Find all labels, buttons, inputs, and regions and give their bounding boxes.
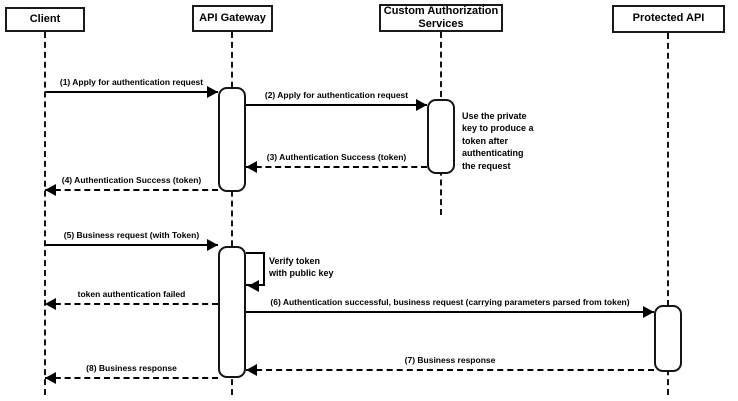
message-6-arrowhead bbox=[643, 306, 654, 318]
message-6-line bbox=[246, 311, 654, 313]
message-1-line bbox=[45, 91, 218, 93]
message-2-label: (2) Apply for authentication request bbox=[264, 90, 409, 100]
lifeline-protected-api bbox=[667, 33, 669, 395]
activation-api-gateway-auth bbox=[218, 87, 246, 192]
participant-api-gateway: API Gateway bbox=[192, 5, 273, 32]
participant-custom-authorization-services: Custom Authorization Services bbox=[379, 4, 503, 32]
lifeline-client bbox=[44, 32, 46, 395]
participant-api-gateway-label: API Gateway bbox=[199, 11, 266, 24]
self-message-verify-token-label: Verify token with public key bbox=[269, 256, 334, 279]
self-message-verify-token-arrowhead bbox=[248, 280, 259, 292]
participant-client-label: Client bbox=[29, 12, 61, 25]
participant-protected-api-label: Protected API bbox=[632, 12, 705, 25]
message-8-line bbox=[45, 377, 218, 379]
message-7-line bbox=[246, 369, 654, 371]
message-5-line bbox=[45, 244, 218, 246]
message-4-arrowhead bbox=[45, 184, 56, 196]
message-3-arrowhead bbox=[246, 161, 257, 173]
message-7-arrowhead bbox=[246, 364, 257, 376]
message-token-failed-label: token authentication failed bbox=[77, 289, 186, 299]
note-private-key: Use the private key to produce a token a… bbox=[462, 111, 534, 171]
message-7-label: (7) Business response bbox=[404, 355, 496, 365]
message-4-line bbox=[45, 189, 218, 191]
message-8-label: (8) Business response bbox=[86, 363, 177, 373]
participant-custom-authorization-services-label: Custom Authorization Services bbox=[383, 4, 499, 30]
activation-api-gateway-business bbox=[218, 246, 246, 378]
message-6-label: (6) Authentication successful, business … bbox=[270, 297, 630, 307]
message-token-failed-line bbox=[45, 303, 218, 305]
participant-protected-api: Protected API bbox=[612, 5, 725, 33]
message-3-label: (3) Authentication Success (token) bbox=[266, 152, 407, 162]
activation-custom-authorization-services bbox=[427, 99, 455, 174]
message-5-label: (5) Business request (with Token) bbox=[63, 230, 200, 240]
message-1-arrowhead bbox=[207, 86, 218, 98]
message-4-label: (4) Authentication Success (token) bbox=[61, 175, 202, 185]
participant-client: Client bbox=[5, 7, 85, 32]
message-token-failed-arrowhead bbox=[45, 298, 56, 310]
message-2-arrowhead bbox=[416, 99, 427, 111]
message-1-label: (1) Apply for authentication request bbox=[59, 77, 204, 87]
message-5-arrowhead bbox=[207, 239, 218, 251]
message-8-arrowhead bbox=[45, 372, 56, 384]
lifeline-api-gateway bbox=[231, 32, 233, 395]
message-2-line bbox=[246, 104, 427, 106]
message-3-line bbox=[246, 166, 427, 168]
activation-protected-api bbox=[654, 305, 682, 372]
